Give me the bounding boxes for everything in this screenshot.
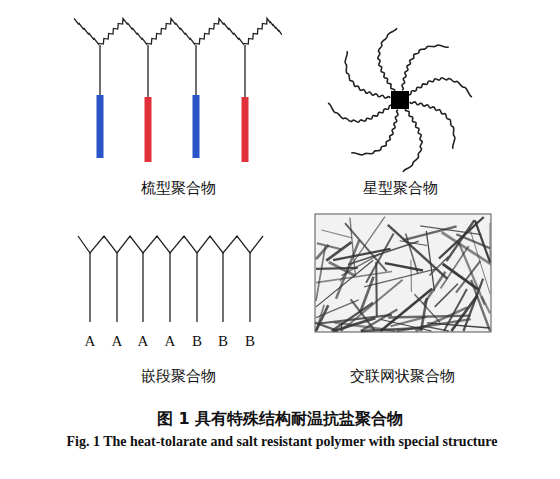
crosslinked-network-drawing [315, 214, 491, 332]
backbone-chain [74, 18, 282, 44]
network-strands [315, 217, 490, 331]
block-letter: A [165, 333, 176, 350]
comb-polymer-drawing [74, 18, 282, 162]
side-chain [244, 45, 245, 97]
structure-caption: 交联网状聚合物 [350, 367, 455, 386]
star-arm [328, 103, 392, 122]
figure-caption: 图 1 具有特殊结构耐温抗盐聚合物 [157, 409, 403, 430]
star-arm [378, 28, 397, 92]
block-letter: A [112, 333, 123, 350]
block-letter: B [218, 333, 228, 350]
figure-caption-en: Fig. 1 The heat-tolarate and salt resist… [62, 432, 502, 452]
side-chain [99, 45, 100, 95]
star-core [391, 91, 409, 109]
side-chain [195, 45, 196, 95]
side-block [242, 97, 249, 162]
block-letter: A [85, 333, 96, 350]
block-letter: B [245, 333, 255, 350]
block-letter: A [138, 333, 149, 350]
side-block [193, 95, 200, 158]
star-arm [403, 108, 422, 172]
structure-caption: 梳型聚合物 [141, 179, 216, 198]
block-polymer-drawing [78, 236, 263, 322]
side-block [145, 97, 152, 162]
block-letter: B [192, 333, 202, 350]
star-arm [408, 78, 472, 97]
side-chain [147, 45, 148, 97]
structure-caption: 星型聚合物 [363, 179, 438, 198]
structure-caption: 嵌段聚合物 [141, 367, 216, 386]
side-block [97, 95, 104, 158]
star-polymer-drawing [328, 28, 472, 172]
